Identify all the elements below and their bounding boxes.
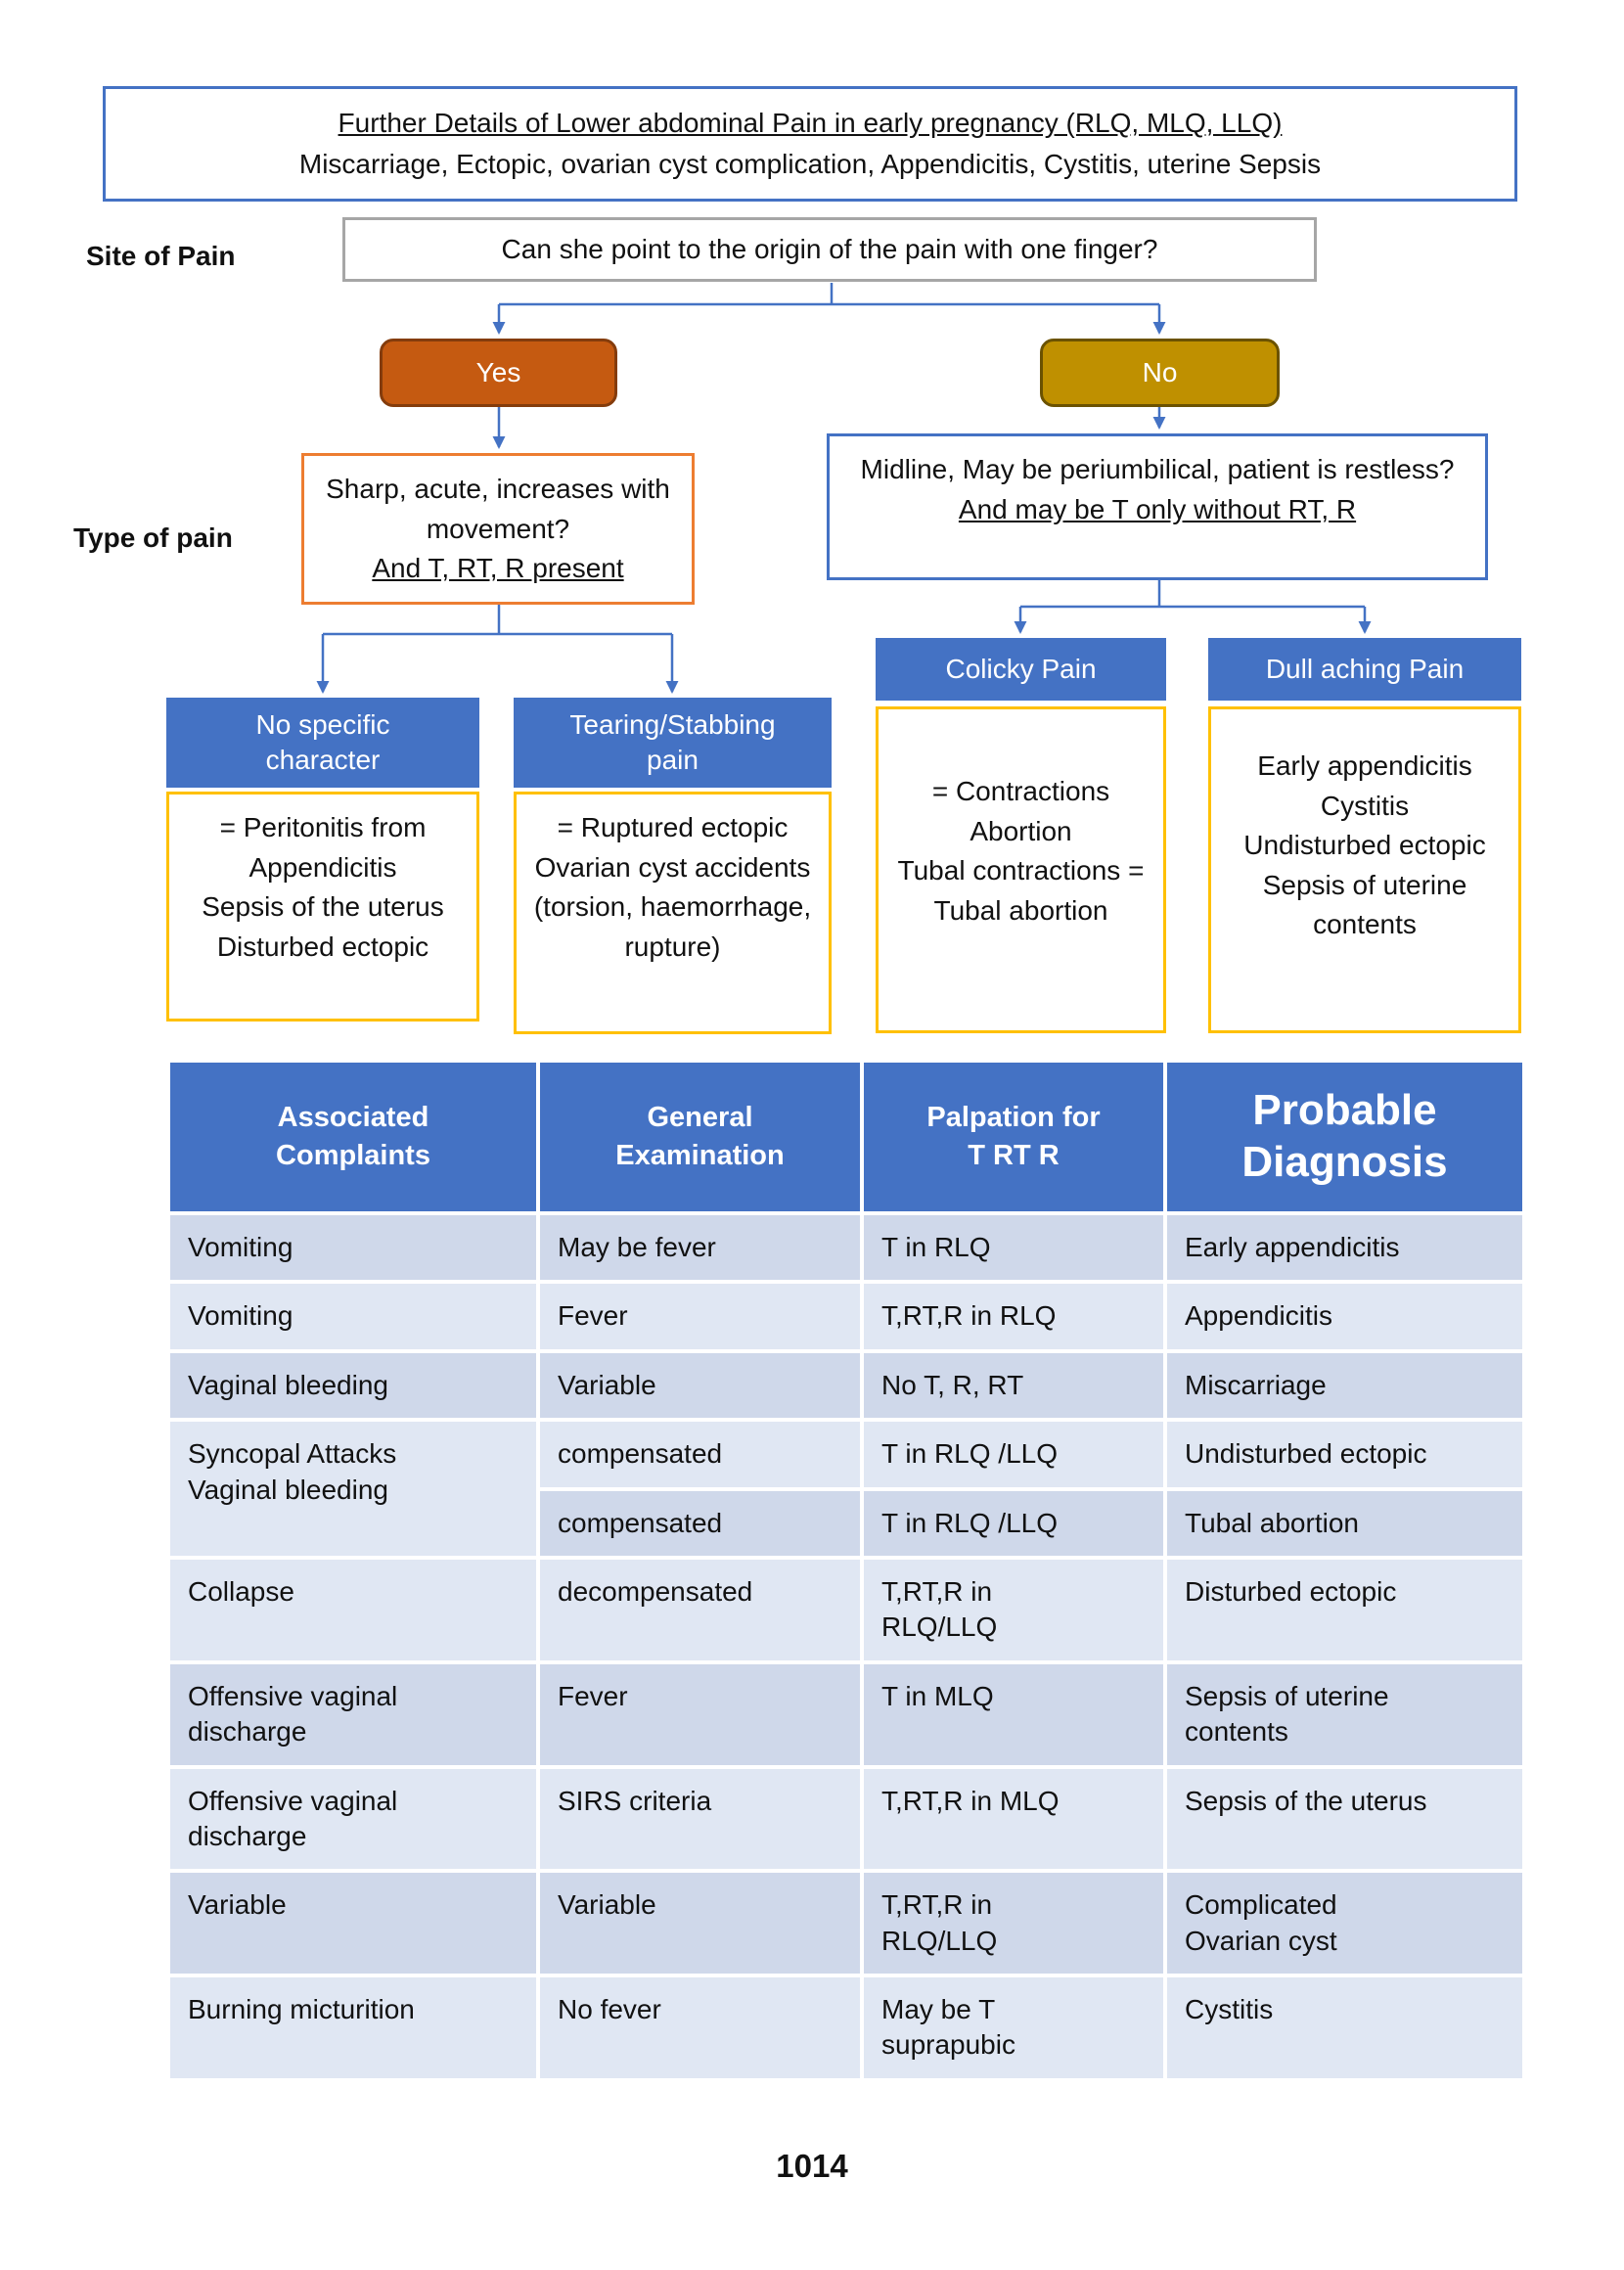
yes-branch-text: Sharp, acute, increases with movement? <box>326 474 670 544</box>
cell: T in RLQ /LLQ <box>860 1486 1167 1560</box>
cell: Complicated Ovarian cyst <box>1163 1869 1526 1978</box>
yes-branch-box: Sharp, acute, increases with movement? A… <box>301 453 695 605</box>
table-row: Offensive vaginal discharge Fever T in M… <box>166 1659 1526 1769</box>
cell: Disturbed ectopic <box>1163 1555 1526 1664</box>
question-box: Can she point to the origin of the pain … <box>342 217 1317 282</box>
outcome-body-dull-aching-pain: Early appendicitis Cystitis Undisturbed … <box>1208 706 1521 1033</box>
cell: SIRS criteria <box>536 1764 864 1874</box>
cell: Vomiting <box>166 1280 540 1353</box>
cell: T in RLQ <box>860 1210 1167 1285</box>
cell: decompensated <box>536 1555 864 1664</box>
cell: Variable <box>536 1348 864 1423</box>
table-header-row: Associated Complaints General Examinatio… <box>166 1059 1526 1215</box>
outcome-body-tearing-stabbing-pain: = Ruptured ectopic Ovarian cyst accident… <box>514 792 832 1034</box>
cell: T,RT,R in RLQ <box>860 1280 1167 1353</box>
diagnosis-table: Associated Complaints General Examinatio… <box>166 1059 1526 2082</box>
table-row: Offensive vaginal discharge SIRS criteri… <box>166 1764 1526 1874</box>
yes-branch-underlined-text: And T, RT, R present <box>372 553 624 584</box>
outcome-header-no-specific-character: No specific character <box>166 698 479 788</box>
page-number: 1014 <box>776 2148 848 2184</box>
title-line1: Further Details of Lower abdominal Pain … <box>338 108 1283 138</box>
table-row: compensated T in RLQ /LLQ Tubal abortion <box>168 1486 1526 1560</box>
cell: Vaginal bleeding <box>166 1348 540 1423</box>
no-branch-box: Midline, May be periumbilical, patient i… <box>827 433 1488 580</box>
no-node: No <box>1040 339 1280 407</box>
cell: May be T suprapubic <box>860 1974 1167 2082</box>
cell: T in RLQ /LLQ <box>860 1418 1167 1491</box>
cell: Offensive vaginal discharge <box>166 1659 540 1769</box>
cell: Tubal abortion <box>1163 1486 1526 1560</box>
cell: No fever <box>536 1974 864 2082</box>
cell: Vomiting <box>166 1210 540 1285</box>
cell: Undisturbed ectopic <box>1163 1418 1526 1491</box>
cell: Offensive vaginal discharge <box>166 1764 540 1874</box>
cell: Variable <box>166 1869 540 1978</box>
cell: T,RT,R in RLQ/LLQ <box>860 1869 1167 1978</box>
col-header-associated-complaints: Associated Complaints <box>166 1059 540 1215</box>
outcome-header-dull-aching-pain: Dull aching Pain <box>1208 638 1521 701</box>
cell: No T, R, RT <box>860 1348 1167 1423</box>
cell: Sepsis of the uterus <box>1163 1764 1526 1874</box>
table-row: Vaginal bleeding Variable No T, R, RT Mi… <box>166 1348 1526 1423</box>
cell: Cystitis <box>1163 1974 1526 2082</box>
outcome-header-tearing-stabbing-pain: Tearing/Stabbing pain <box>514 698 832 788</box>
table-row: Vomiting May be fever T in RLQ Early app… <box>166 1210 1526 1285</box>
cell: Sepsis of uterine contents <box>1163 1659 1526 1769</box>
cell: Collapse <box>166 1555 540 1664</box>
outcome-body-colicky-pain: = Contractions Abortion Tubal contractio… <box>876 706 1166 1033</box>
cell: T,RT,R in RLQ/LLQ <box>860 1555 1167 1664</box>
yes-node: Yes <box>380 339 617 407</box>
cell: compensated <box>536 1418 864 1491</box>
title-line2: Miscarriage, Ectopic, ovarian cyst compl… <box>298 149 1322 179</box>
table-row: Syncopal Attacks Vaginal bleeding compen… <box>166 1418 1526 1560</box>
no-branch-text: Midline, May be periumbilical, patient i… <box>860 454 1455 484</box>
cell: Variable <box>536 1869 864 1978</box>
outcome-body-no-specific-character: = Peritonitis from Appendicitis Sepsis o… <box>166 792 479 1022</box>
cell: T,RT,R in MLQ <box>860 1764 1167 1874</box>
cell: Burning micturition <box>166 1974 540 2082</box>
cell: Miscarriage <box>1163 1348 1526 1423</box>
cell: Early appendicitis <box>1163 1210 1526 1285</box>
cell: May be fever <box>536 1210 864 1285</box>
col-header-probable-diagnosis: Probable Diagnosis <box>1163 1059 1526 1215</box>
table-row: Collapse decompensated T,RT,R in RLQ/LLQ… <box>166 1555 1526 1664</box>
cell: compensated <box>536 1486 864 1560</box>
title-box: Further Details of Lower abdominal Pain … <box>103 86 1517 202</box>
label-type-of-pain: Type of pain <box>73 522 233 553</box>
cell: Fever <box>536 1659 864 1769</box>
no-branch-underlined-text: And may be T only without RT, R <box>958 493 1357 524</box>
table-row: Variable Variable T,RT,R in RLQ/LLQ Comp… <box>166 1869 1526 1978</box>
table-row: Vomiting Fever T,RT,R in RLQ Appendiciti… <box>166 1280 1526 1353</box>
label-site-of-pain: Site of Pain <box>86 241 236 271</box>
col-header-palpation: Palpation for T RT R <box>860 1059 1167 1215</box>
cell: Fever <box>536 1280 864 1353</box>
cell-rowspan: Syncopal Attacks Vaginal bleeding <box>166 1418 540 1560</box>
cell: Appendicitis <box>1163 1280 1526 1353</box>
col-header-general-examination: General Examination <box>536 1059 864 1215</box>
outcome-header-colicky-pain: Colicky Pain <box>876 638 1166 701</box>
cell: T in MLQ <box>860 1659 1167 1769</box>
table-row: Burning micturition No fever May be T su… <box>166 1974 1526 2082</box>
